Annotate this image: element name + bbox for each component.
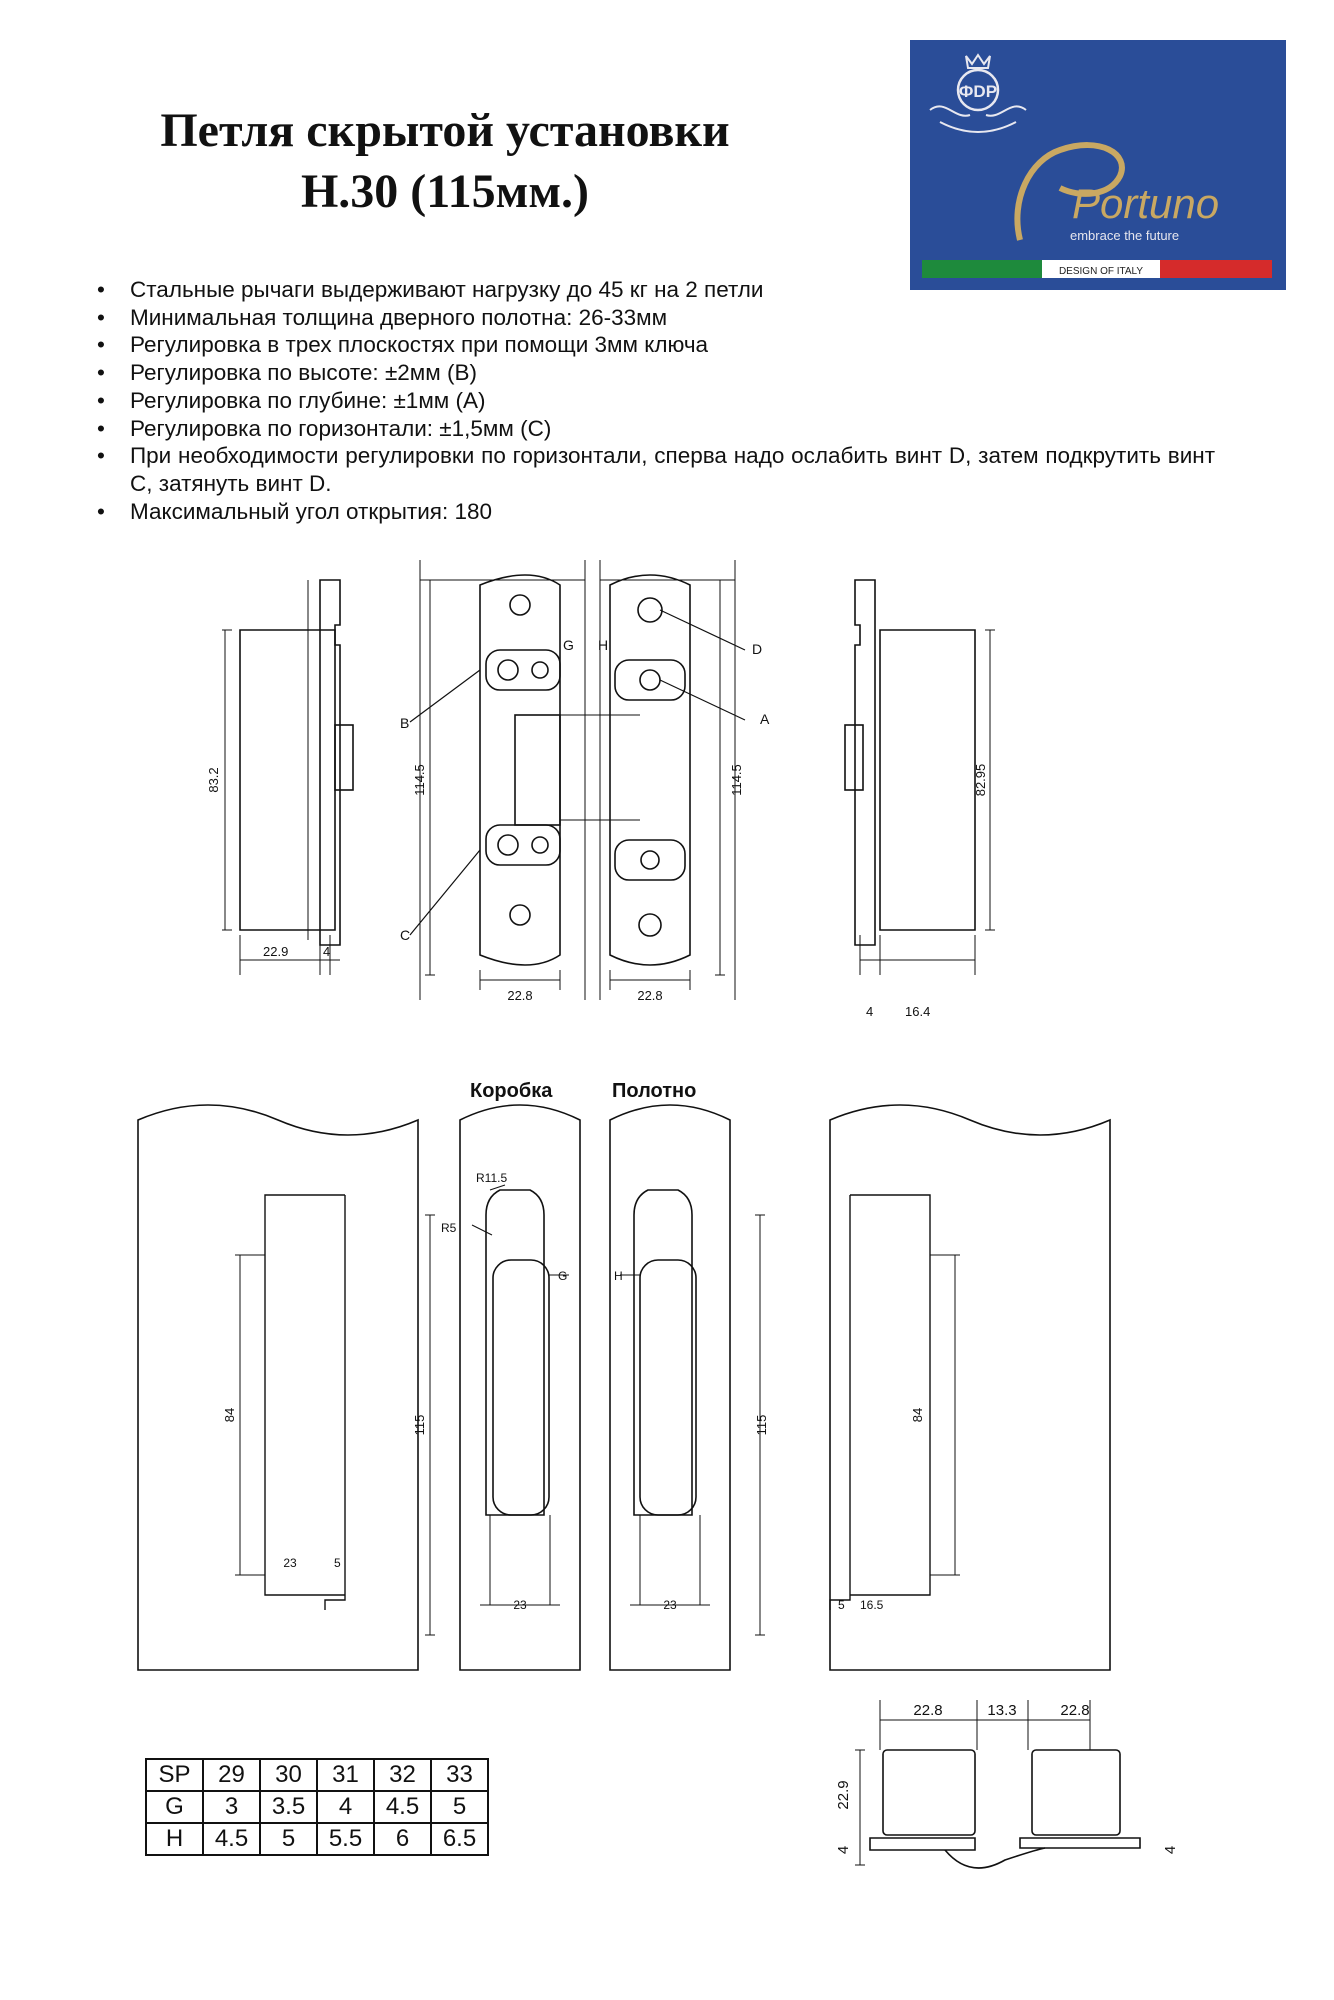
dim-height-right-cut: 84	[910, 1408, 925, 1422]
dim-height-mid-right: 114.5	[729, 764, 744, 796]
dim-width-mid-left: 22.8	[507, 988, 532, 1003]
label-leaf: Полотно	[612, 1080, 696, 1102]
dim-width-frame: 23	[513, 1598, 527, 1612]
table-cell: 4.5	[202, 1822, 261, 1856]
dim-width-leaf: 23	[663, 1598, 677, 1612]
section-drawing: 22.8 13.3 22.8 22.9 4 4	[835, 1700, 1179, 1869]
feature-item: Стальные рычаги выдерживают нагрузку до …	[95, 276, 1215, 304]
logo-monogram: ФDP	[959, 82, 997, 101]
page-title: Петля скрытой установки H.30 (115мм.)	[40, 100, 850, 223]
table-cell: 3	[202, 1790, 261, 1824]
dim-height-mid-left: 114.5	[412, 764, 427, 796]
monogram-emblem	[956, 68, 1000, 112]
table-cell: 29	[202, 1758, 261, 1792]
mark-h: H	[614, 1269, 623, 1283]
table-cell: 4	[316, 1790, 375, 1824]
feature-item: Минимальная толщина дверного полотна: 26…	[95, 304, 1215, 332]
dim-height-right: 82.95	[973, 764, 988, 797]
cutout-drawing: Коробка Полотно R11.5 R5 G H 84 115 115 …	[137, 1080, 1111, 1671]
logo-brand: Portuno	[1072, 180, 1219, 227]
dim-width-right-a: 4	[866, 1004, 873, 1019]
dim-width-right-cut-a: 5	[838, 1598, 845, 1612]
label-box: Коробка	[470, 1080, 553, 1102]
crown-icon	[965, 53, 991, 69]
logo-tagline: embrace the future	[1070, 228, 1179, 243]
dim-height-frame: 115	[412, 1415, 427, 1436]
table-row: H 4.5 5 5.5 6 6.5	[145, 1822, 489, 1856]
feature-item: Максимальный угол открытия: 180	[95, 498, 1215, 526]
dim-base-right: 4	[1162, 1846, 1179, 1854]
table-row: G 3 3.5 4 4.5 5	[145, 1790, 489, 1824]
feature-item: Регулировка по высоте: ±2мм (B)	[95, 359, 1215, 387]
dim-width-right-cut-b: 16.5	[860, 1598, 884, 1612]
feature-item: Регулировка по глубине: ±1мм (A)	[95, 387, 1215, 415]
table-cell: H	[145, 1822, 204, 1856]
dim-width-left-b: 4	[323, 944, 330, 959]
table-cell: 31	[316, 1758, 375, 1792]
table-cell: 32	[373, 1758, 432, 1792]
dim-top-c: 22.8	[1060, 1702, 1089, 1719]
dim-width-left-cut-b: 5	[334, 1556, 341, 1570]
title-line-1: Петля скрытой установки	[160, 104, 730, 157]
callout-a: A	[760, 711, 770, 727]
dim-height-left: 83.2	[206, 767, 221, 792]
dim-top-b: 13.3	[987, 1702, 1016, 1719]
dim-section-height: 22.9	[835, 1780, 852, 1809]
table-cell: 33	[430, 1758, 489, 1792]
callout-h: H	[598, 637, 608, 653]
ornament-icon	[929, 105, 1027, 133]
dim-width-left-a: 22.9	[263, 944, 288, 959]
callout-c: C	[400, 927, 410, 943]
dim-height-left-cut: 84	[222, 1408, 237, 1422]
table-cell: 5	[430, 1790, 489, 1824]
dim-height-leaf: 115	[754, 1415, 769, 1436]
callout-g: G	[563, 637, 574, 653]
table-cell: 30	[259, 1758, 318, 1792]
table-cell: 4.5	[373, 1790, 432, 1824]
brand-p-icon	[1014, 142, 1125, 241]
table-cell: G	[145, 1790, 204, 1824]
table-row: SP 29 30 31 32 33	[145, 1758, 489, 1792]
sp-g-h-table: SP 29 30 31 32 33 G 3 3.5 4 4.5 5 H 4.5 …	[145, 1758, 489, 1856]
feature-item: Регулировка по горизонтали: ±1,5мм (C)	[95, 415, 1215, 443]
dim-radius-small: R5	[441, 1221, 457, 1235]
dim-width-left-cut-a: 23	[283, 1556, 297, 1570]
dim-width-right-b: 16.4	[905, 1004, 930, 1019]
feature-item: Регулировка в трех плоскостях при помощи…	[95, 331, 1215, 359]
table-cell: 6	[373, 1822, 432, 1856]
hinge-views-drawing: 83.2 22.9 4 114.5 114.5 22.8 22.8 82.95 …	[206, 560, 995, 1019]
dim-base-left: 4	[835, 1846, 852, 1854]
callout-d: D	[752, 641, 762, 657]
table-cell: 5.5	[316, 1822, 375, 1856]
logo-strip-text: DESIGN OF ITALY	[1059, 266, 1143, 277]
feature-list: Стальные рычаги выдерживают нагрузку до …	[95, 276, 1215, 525]
title-line-2: H.30 (115мм.)	[300, 165, 590, 219]
table-cell: 3.5	[259, 1790, 318, 1824]
feature-item: При необходимости регулировки по горизон…	[0, 442, 1215, 497]
portuno-logo: ФDP Portuno embrace the future DESIGN OF…	[910, 40, 1286, 290]
dim-top-a: 22.8	[913, 1702, 942, 1719]
table-cell: SP	[145, 1758, 204, 1792]
table-cell: 5	[259, 1822, 318, 1856]
dim-radius-large: R11.5	[476, 1171, 507, 1185]
dim-width-mid-right: 22.8	[637, 988, 662, 1003]
table-cell: 6.5	[430, 1822, 489, 1856]
callout-b: B	[400, 715, 409, 731]
mark-g: G	[558, 1269, 567, 1283]
